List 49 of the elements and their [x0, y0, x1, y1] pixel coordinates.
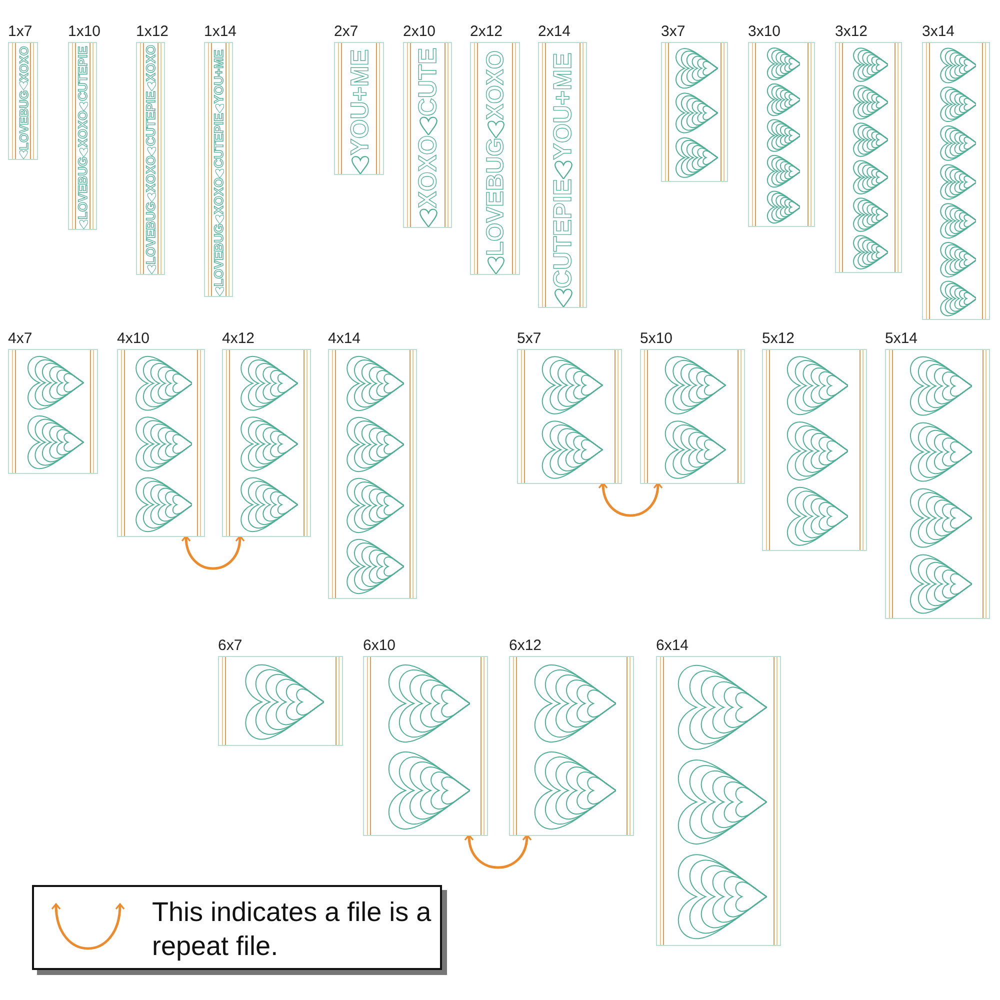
embroidered-text: XOXO [416, 135, 442, 208]
size-label: 5x12 [762, 331, 795, 347]
size-label: 6x14 [656, 638, 689, 654]
embroidered-text: XOXO [145, 156, 158, 192]
size-label: 6x7 [218, 638, 242, 654]
embroidered-text: LOVEBUG [213, 224, 226, 286]
embroidered-text: XOXO [77, 110, 90, 148]
design-card [218, 638, 343, 746]
size-label: 2x7 [334, 24, 358, 40]
curved-arrow [464, 834, 532, 869]
size-label: 6x12 [509, 638, 542, 654]
embroidered-text: XOXO [213, 178, 226, 214]
embroidered-text: YOU+ME [550, 52, 576, 160]
size-label: 3x7 [661, 24, 686, 40]
size-label: 1x12 [136, 24, 169, 40]
size-label: 1x14 [204, 24, 237, 40]
legend-text: This indicates a file is a repeat file. [152, 896, 432, 963]
size-label: 5x14 [885, 331, 918, 347]
curved-arrow [598, 482, 662, 517]
embroidered-text: CUTEPIE [77, 46, 90, 102]
embroidered-text: XOXO [484, 50, 508, 120]
size-label: 4x7 [8, 331, 32, 347]
size-label: 4x10 [117, 331, 150, 347]
size-label: 6x10 [363, 638, 396, 654]
embroidered-text: YOU+ME [348, 49, 372, 156]
embroidered-text: CUTEPIE [145, 91, 158, 146]
embroidered-text: CUTEPIE [550, 178, 576, 288]
size-label: 3x12 [835, 24, 868, 40]
size-label: 5x10 [640, 331, 673, 347]
embroidered-text: LOVEBUG [145, 202, 158, 264]
size-label: 5x7 [517, 331, 542, 347]
embroidered-text: CUTE [416, 48, 442, 116]
embroidered-text: XOXO [145, 44, 158, 82]
embroidered-text: LOVEBUG [77, 156, 90, 220]
size-label: 2x12 [470, 24, 503, 40]
curved-arrow [182, 535, 244, 570]
size-label: 2x10 [403, 24, 436, 40]
size-label: 4x14 [328, 331, 361, 347]
size-label: 4x12 [222, 331, 255, 347]
embroidered-text: LOVEBUG [18, 90, 30, 150]
embroidered-text: LOVEBUG [484, 138, 508, 256]
size-label: 1x7 [8, 24, 32, 40]
embroidered-text: CUTEPIE [213, 113, 226, 168]
embroidered-text: YOU+ME [213, 50, 226, 104]
embroidered-text: XOXO [18, 46, 30, 82]
size-label: 2x14 [538, 24, 571, 40]
size-label: 3x10 [748, 24, 781, 40]
size-label: 1x10 [68, 24, 101, 40]
size-label: 3x14 [922, 24, 955, 40]
